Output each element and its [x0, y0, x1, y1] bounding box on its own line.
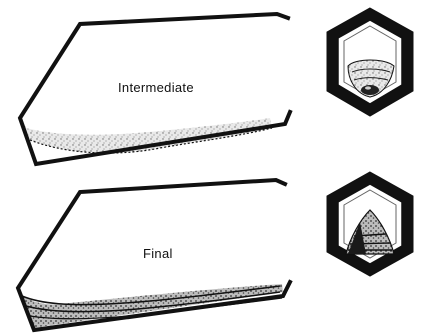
- final-stage: Final: [18, 172, 413, 330]
- final-section-icon: [327, 172, 413, 276]
- intermediate-section-icon: [327, 8, 413, 116]
- intermediate-label: Intermediate: [118, 80, 194, 95]
- final-label: Final: [143, 246, 173, 261]
- intermediate-stage: Intermediate: [20, 8, 413, 164]
